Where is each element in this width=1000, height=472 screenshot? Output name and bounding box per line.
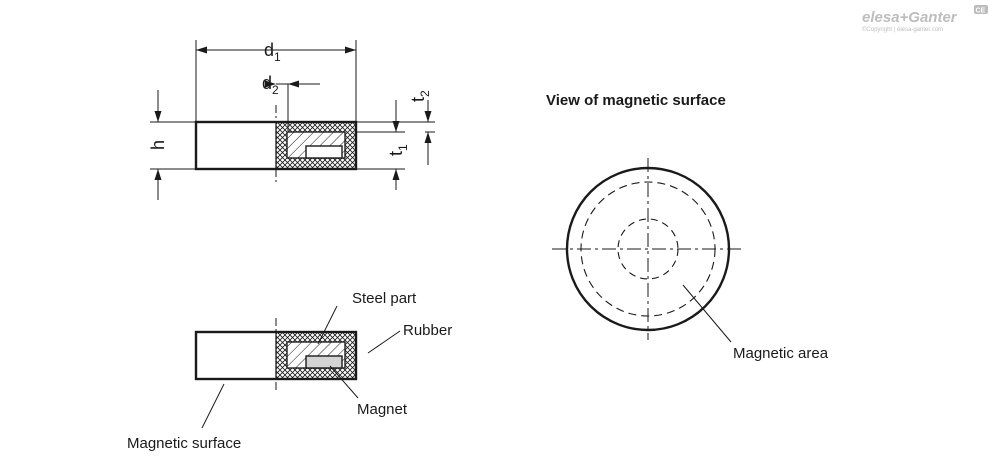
label-magnetic-surface: Magnetic surface xyxy=(127,435,241,452)
brand-logo: elesa+Ganter CE ©Copyright | elesa-gante… xyxy=(862,5,988,33)
dim-h-label: h xyxy=(148,140,168,150)
label-magnet: Magnet xyxy=(357,401,408,418)
dim-t2-label: t2 xyxy=(408,90,432,102)
label-steel-part: Steel part xyxy=(352,290,417,307)
magnet-top xyxy=(305,145,343,159)
ce-mark xyxy=(974,5,988,14)
brand-copyright: ©Copyright | elesa-ganter.com xyxy=(862,26,943,33)
dim-d1-label: d1 xyxy=(264,40,281,64)
leader-steel-part xyxy=(317,305,338,345)
dim-d2-label: d2 xyxy=(262,73,279,97)
magnet-bottom xyxy=(305,355,343,369)
top-section-drawing xyxy=(150,40,435,200)
leader-magnetic-surface xyxy=(201,383,225,429)
leader-magnetic-area xyxy=(682,284,732,343)
dim-t1-label: t1 xyxy=(386,144,410,156)
bottom-section-drawing xyxy=(194,305,401,429)
leader-rubber xyxy=(367,330,401,354)
label-rubber: Rubber xyxy=(403,322,452,339)
view-title: View of magnetic surface xyxy=(546,92,726,109)
ce-mark-text: CE xyxy=(976,8,986,15)
magnetic-surface-view xyxy=(552,158,744,343)
leader-magnet xyxy=(329,365,359,399)
label-magnetic-area: Magnetic area xyxy=(733,345,829,362)
brand-name: elesa+Ganter xyxy=(862,9,958,26)
